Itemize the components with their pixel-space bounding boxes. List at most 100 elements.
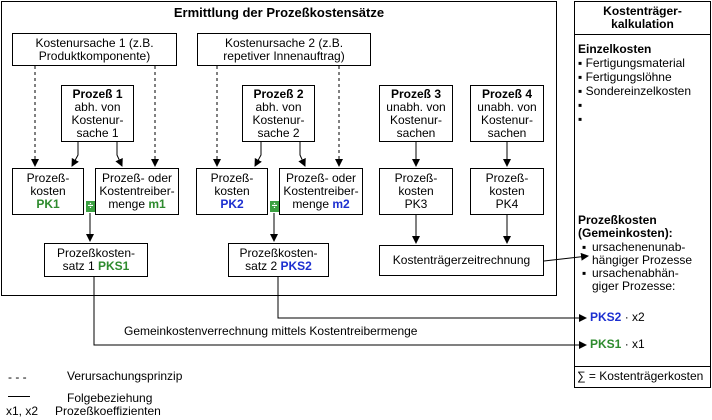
- pks1-code: PKS1: [98, 259, 130, 273]
- process-4-box: Prozeß 4 unabh. von Kostenur- sachen: [470, 85, 544, 142]
- pk-line: Prozeß-: [485, 171, 529, 185]
- solid-arrow: [277, 277, 587, 322]
- pks2-term: PKS2 · x2: [590, 311, 645, 324]
- direct-costs-list: ▪ Fertigungsmaterial ▪ Fertigungslöhne ▪…: [578, 56, 708, 126]
- pk-line: Prozeß-: [26, 171, 70, 185]
- process-rate-1-box: Prozeßkosten- satz 1 PKS1: [44, 243, 148, 277]
- process-cost-3-box: Prozeß- kosten PK3: [379, 168, 453, 215]
- pk-line: kosten: [30, 184, 66, 198]
- legend-coef-symbol: x1, x2: [6, 404, 39, 418]
- pks2-term-factor: · x2: [621, 310, 645, 324]
- pk-line: Prozeß-: [394, 171, 438, 185]
- pks1-term: PKS1 · x1: [590, 338, 645, 351]
- pk-line: kosten: [214, 184, 250, 198]
- process-cost-4-box: Prozeß- kosten PK4: [470, 168, 544, 215]
- solid-arrow: [115, 142, 123, 167]
- bullet-icon: ▪: [582, 266, 587, 280]
- pk-line: PK4: [495, 197, 519, 211]
- legend-solid-label: Folgebeziehung: [67, 391, 153, 405]
- bullet-icon: ▪: [582, 240, 587, 254]
- rate-line: satz 1 PKS1: [63, 260, 130, 273]
- direct-costs-heading: Einzelkosten: [578, 42, 652, 56]
- solid-arrow: [543, 252, 589, 262]
- driver-quantity-1-box: Prozeß- oder Kostentreiber- menge m1: [95, 168, 179, 215]
- cause-line: repetiver Innenauftrag): [223, 48, 345, 63]
- pk2-code: PK2: [220, 197, 244, 211]
- pk-line: PK3: [404, 197, 428, 211]
- list-item-label: ursachenabhän-: [592, 266, 679, 280]
- solid-arrow: [254, 142, 262, 167]
- legend-dashed-label: Verursachungsprinzip: [67, 369, 183, 383]
- cost-unit-panel-title: Kostenträger- kalkulation: [574, 3, 711, 33]
- process-line: abh. von: [255, 99, 302, 114]
- list-item-label: ursachenenunab-: [592, 240, 686, 254]
- process-title: Prozeß 2: [253, 86, 304, 101]
- solid-arrow: [93, 277, 587, 349]
- rate-line: satz 2 PKS2: [245, 260, 312, 273]
- list-item: ▪ ursachenabhän- giger Prozesse:: [582, 267, 710, 293]
- list-item: ▪ Fertigungsmaterial: [578, 56, 685, 70]
- process-rate-panel-title: Ermittlung der Prozeßkostensätze: [173, 5, 385, 20]
- cause-line: Kostenursache 1 (z.B.: [35, 35, 154, 50]
- driver-line: Kostentreiber-: [99, 184, 175, 198]
- list-item-label: Fertigungsmaterial: [585, 56, 685, 70]
- list-item: ▪: [578, 112, 583, 126]
- list-item: ▪ ursachenenunab- hängiger Prozesse: [582, 241, 710, 267]
- driver-line: menge m2: [292, 198, 349, 211]
- process-line: Kostenur-: [252, 112, 305, 127]
- cause-line: Produktkomponente): [38, 48, 151, 63]
- process-line: sache 2: [257, 125, 300, 140]
- cost-unit-panel: [574, 1, 711, 388]
- rate-prefix: satz 2: [245, 259, 281, 273]
- divide-icon: ÷: [270, 201, 279, 212]
- process-line: sachen: [487, 125, 527, 140]
- process-line: abh. von: [74, 99, 121, 114]
- cost-unit-calc-label: Kostenträgerzeitrechnung: [392, 253, 531, 267]
- heading-line: (Gemeinkosten):: [578, 226, 673, 240]
- driver-line: Prozeß- oder: [285, 171, 357, 185]
- list-item: ▪ Sondereinzelkosten: [578, 84, 691, 98]
- driver-line: Kostentreiber-: [283, 184, 359, 198]
- process-line: unabh. von: [386, 99, 446, 114]
- allocation-label: Gemeinkostenverrechnung mittels Kostentr…: [124, 324, 418, 338]
- process-title: Prozeß 4: [481, 86, 532, 101]
- driver-line: Prozeß- oder: [101, 171, 173, 185]
- heading-line: Prozeßkosten: [578, 213, 657, 227]
- divider: [574, 366, 711, 367]
- pk1-code: PK1: [36, 197, 60, 211]
- pk-line: Prozeß-: [210, 171, 254, 185]
- list-item: ▪ Fertigungslöhne: [578, 70, 672, 84]
- process-rate-2-box: Prozeßkosten- satz 2 PKS2: [228, 243, 329, 277]
- list-item: ▪: [578, 98, 583, 112]
- list-item-label: Sondereinzelkosten: [585, 84, 691, 98]
- driver-line: menge m1: [108, 198, 165, 211]
- pks2-code: PKS2: [280, 259, 312, 273]
- rate-line: Prozeßkosten-: [239, 246, 318, 260]
- pks1-term-code: PKS1: [590, 337, 622, 351]
- m2-code: m2: [332, 197, 350, 211]
- cost-unit-title-line: kalkulation: [611, 17, 674, 31]
- process-line: Kostenur-: [389, 112, 443, 127]
- process-title: Prozeß 3: [390, 86, 441, 101]
- solid-arrow: [298, 142, 306, 167]
- cost-cause-1-box: Kostenursache 1 (z.B. Produktkomponente): [12, 33, 177, 66]
- process-costs-list: ▪ ursachenenunab- hängiger Prozesse ▪ ur…: [582, 241, 710, 293]
- process-line: sachen: [396, 125, 436, 140]
- driver-prefix: menge: [108, 197, 149, 211]
- sum-label: ∑ = Kostenträgerkosten: [577, 369, 704, 383]
- divider: [574, 34, 711, 35]
- solid-arrow: [71, 142, 79, 167]
- process-cost-2-box: Prozeß- kosten PK2: [196, 168, 268, 215]
- cost-cause-2-box: Kostenursache 2 (z.B. repetiver Innenauf…: [197, 33, 371, 66]
- process-1-box: Prozeß 1 abh. von Kostenur- sache 1: [61, 85, 134, 142]
- driver-prefix: menge: [292, 197, 333, 211]
- legend-solid-line-icon: [8, 396, 30, 397]
- list-item-label: Fertigungslöhne: [585, 70, 672, 84]
- pks2-term-code: PKS2: [590, 310, 622, 324]
- process-costs-heading: Prozeßkosten (Gemeinkosten):: [578, 214, 673, 240]
- pk-line: kosten: [398, 184, 434, 198]
- process-title: Prozeß 1: [72, 86, 123, 101]
- legend-coef-label: Prozeßkoeffizienten: [55, 404, 161, 418]
- cause-line: Kostenursache 2 (z.B.: [224, 35, 344, 50]
- process-line: unabh. von: [477, 99, 537, 114]
